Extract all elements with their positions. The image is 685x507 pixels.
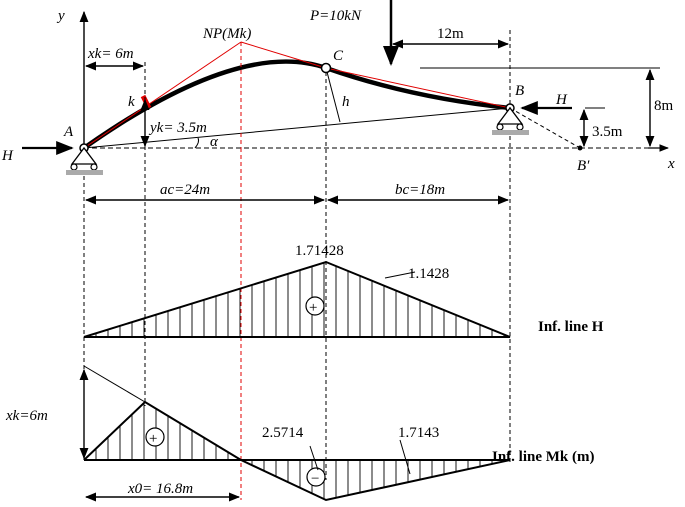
label-xk-left: xk=6m: [5, 408, 48, 424]
label-k: k: [128, 94, 135, 110]
support-a: [66, 146, 103, 175]
np-line-right: [240, 41, 327, 69]
label-12m: 12m: [437, 26, 464, 42]
label-np: NP(Mk): [202, 26, 251, 42]
label-8m: 8m: [654, 98, 674, 114]
influence-line-h: [83, 260, 511, 338]
label-plus-m: +: [149, 431, 157, 447]
label-a: A: [63, 124, 74, 140]
np-line-chord: [325, 67, 511, 109]
point-b-prime: [577, 145, 583, 151]
label-b: B: [515, 83, 524, 99]
label-h: h: [342, 94, 350, 110]
influence-line-mk: [79, 365, 511, 502]
label-force: P=10kN: [309, 8, 362, 24]
label-35m: 3.5m: [592, 124, 623, 140]
label-y-axis: y: [56, 8, 65, 24]
h-line: [325, 67, 341, 123]
span-dimensions: [83, 72, 511, 500]
np-line-left: [83, 41, 242, 149]
label-b-prime: B′: [577, 158, 590, 174]
hinge-c: [320, 62, 332, 74]
chord-ab: [83, 107, 511, 149]
label-mk-right: 1.7143: [398, 425, 439, 441]
support-b: [492, 106, 529, 135]
label-ac: ac=24m: [160, 182, 210, 198]
label-c: C: [333, 48, 344, 64]
label-h-right: H: [555, 92, 568, 108]
label-h-left: H: [1, 148, 14, 164]
label-plus-h: +: [309, 300, 317, 316]
label-infline-h: Inf. line H: [538, 319, 604, 335]
label-h-right-val: 1.1428: [408, 266, 449, 282]
arch-structure: [22, 0, 669, 175]
label-xk-top: xk= 6m: [87, 46, 134, 62]
label-x-axis: x: [667, 156, 675, 172]
label-h-peak: 1.71428: [295, 243, 344, 259]
label-infline-mk: Inf. line Mk (m): [492, 449, 595, 465]
label-x0: x0= 16.8m: [127, 481, 193, 497]
label-minus-m: −: [311, 471, 319, 487]
label-yk: yk= 3.5m: [148, 120, 207, 136]
label-bc: bc=18m: [395, 182, 445, 198]
label-mk-left: 2.5714: [262, 425, 304, 441]
label-alpha: α: [210, 134, 219, 150]
